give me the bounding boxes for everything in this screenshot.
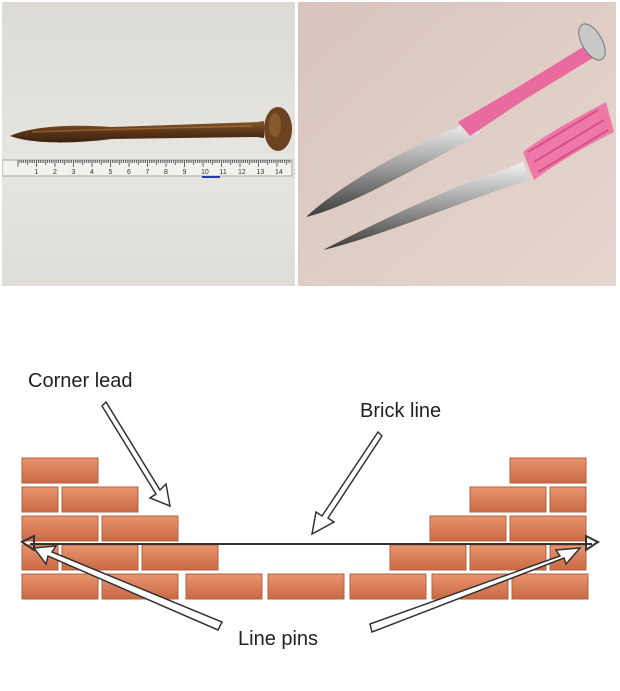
ruler-number: 12 <box>238 169 246 176</box>
brick <box>267 573 345 600</box>
ruler-number: 6 <box>127 169 131 176</box>
right-line-pin <box>585 534 600 552</box>
upper-pin-blade <box>306 120 480 217</box>
ruler-number: 11 <box>220 169 227 176</box>
brick <box>389 544 467 571</box>
brick <box>549 486 587 513</box>
line-pins-arrow-left <box>32 545 224 631</box>
brick <box>429 515 507 542</box>
left-line-pin <box>20 534 35 552</box>
brick <box>61 486 139 513</box>
ruler-number: 1 <box>35 169 39 176</box>
corner-lead-arrow <box>101 400 171 508</box>
ruler-number: 14 <box>275 169 283 176</box>
brick <box>511 573 589 600</box>
ruler-number: 3 <box>72 169 76 176</box>
brick-courses <box>20 400 600 634</box>
line-pins-arrow-right <box>369 547 582 634</box>
brick <box>469 486 547 513</box>
ruler-number: 4 <box>90 169 94 176</box>
brick-line-diagram: Corner lead Brick line Line pins <box>0 300 620 691</box>
ruler-number: 8 <box>164 169 168 176</box>
brick <box>101 515 179 542</box>
brick <box>349 573 427 600</box>
line-pin-shaft <box>10 121 264 143</box>
ruler-number: 7 <box>146 169 150 176</box>
ruler-number: 2 <box>53 169 57 176</box>
corner-lead-label: Corner lead <box>28 370 133 392</box>
lower-pin-blade <box>323 162 530 250</box>
brick <box>509 515 587 542</box>
line-pins-label: Line pins <box>238 628 319 650</box>
ruler-number: 10 <box>201 169 209 176</box>
ruler-number: 9 <box>183 169 187 176</box>
brick <box>185 573 263 600</box>
brick <box>21 457 99 484</box>
brick <box>509 457 587 484</box>
brick <box>21 486 59 513</box>
brick-line-label: Brick line <box>360 400 442 422</box>
ruler-number: 5 <box>109 169 113 176</box>
ruler-number: 13 <box>257 169 265 176</box>
line-pins-photo-pink-string <box>298 2 616 286</box>
brick <box>21 573 99 600</box>
line-pin-photo-rusty: 123456789101112131415 <box>2 2 295 286</box>
rusty-line-pin-image: 123456789101112131415 <box>2 2 295 286</box>
upper-pin-pink-string <box>458 44 596 136</box>
steel-line-pins-image <box>298 2 616 286</box>
brick <box>141 544 219 571</box>
brick <box>431 573 509 600</box>
ruler <box>2 159 293 177</box>
ruler-number: 15 <box>294 169 296 176</box>
brick-line-arrow <box>310 430 383 536</box>
